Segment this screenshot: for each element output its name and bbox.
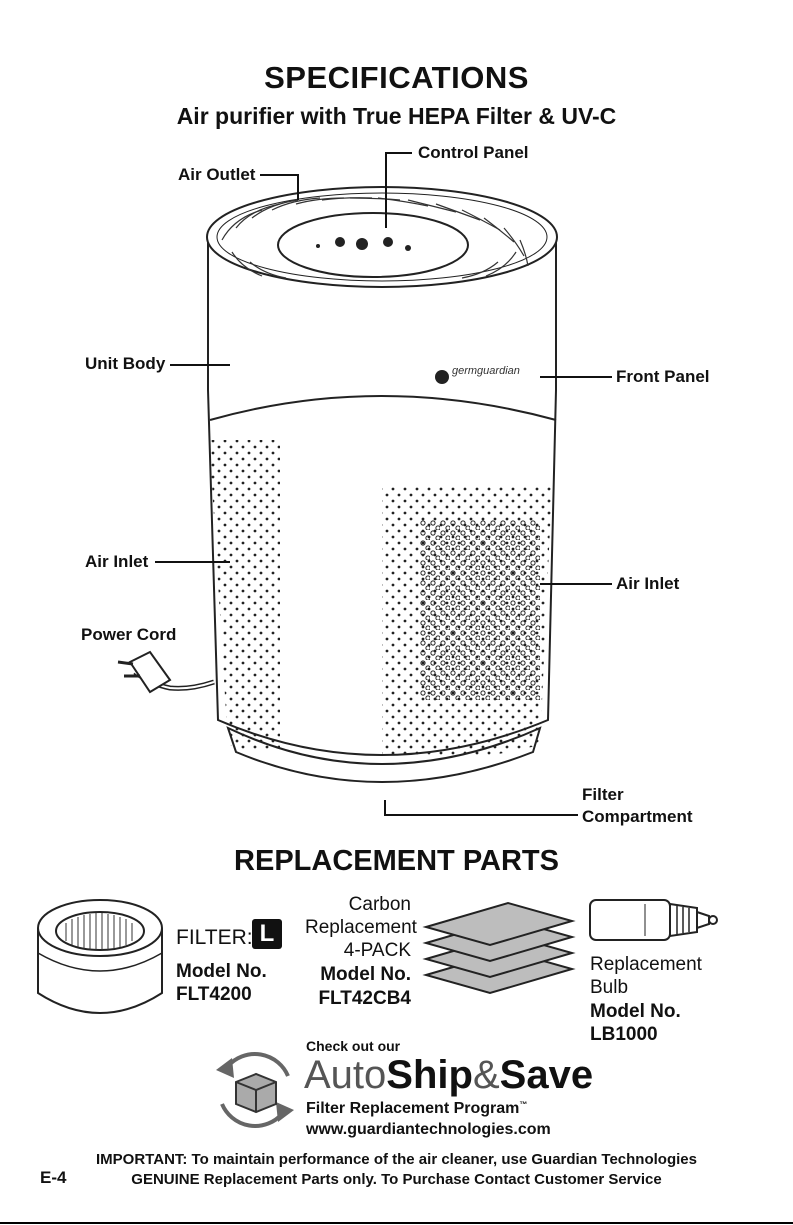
carbon-model-label: Model No. bbox=[320, 964, 411, 985]
bulb-line2: Bulb bbox=[590, 977, 629, 998]
carbon-line3: 4-PACK bbox=[343, 940, 411, 961]
bulb-model-number: LB1000 bbox=[590, 1024, 658, 1045]
power-plug bbox=[128, 650, 172, 694]
air-purifier-illustration bbox=[117, 152, 612, 816]
label-air-inlet-right: Air Inlet bbox=[616, 574, 680, 593]
label-filter-line2: Compartment bbox=[582, 807, 693, 826]
bulb-line1: Replacement bbox=[590, 954, 702, 975]
label-power-cord: Power Cord bbox=[81, 625, 177, 644]
front-panel-edge bbox=[209, 395, 557, 421]
carbon-model-number: FLT42CB4 bbox=[318, 988, 411, 1009]
autoship-save: Save bbox=[499, 1053, 594, 1097]
uv-bulb-image bbox=[589, 899, 718, 941]
label-unit-body: Unit Body bbox=[85, 354, 166, 373]
filter-model-label: Model No. bbox=[176, 961, 267, 982]
filter-model-number: FLT4200 bbox=[176, 984, 252, 1005]
autoship-logo: AutoShip&Save bbox=[304, 1052, 593, 1107]
replacement-parts-title: REPLACEMENT PARTS bbox=[234, 845, 559, 877]
autoship-intro: Check out our bbox=[306, 1038, 401, 1054]
bottom-rule bbox=[0, 1222, 793, 1224]
autoship-program: Filter Replacement Program™ bbox=[306, 1100, 527, 1118]
bulb-model-label: Model No. bbox=[590, 1001, 681, 1022]
autoship-url[interactable]: www.guardiantechnologies.com bbox=[306, 1121, 551, 1138]
important-line2: GENUINE Replacement Parts only. To Purch… bbox=[131, 1171, 662, 1188]
filter-compartment-leader bbox=[384, 800, 578, 816]
control-panel-disk bbox=[277, 212, 469, 278]
carbon-filter-pack-image bbox=[422, 901, 576, 995]
air-outlet-leader bbox=[260, 174, 299, 200]
carbon-line2: Replacement bbox=[305, 917, 417, 938]
page-subtitle: Air purifier with True HEPA Filter & UV-… bbox=[176, 103, 617, 129]
label-control-panel: Control Panel bbox=[418, 143, 529, 162]
autoship-auto: Auto bbox=[304, 1053, 387, 1097]
label-filter-line1: Filter bbox=[582, 785, 624, 804]
important-notice: IMPORTANT: To maintain performance of th… bbox=[0, 1150, 793, 1190]
autoship-trademark: ™ bbox=[519, 1100, 528, 1109]
label-air-outlet: Air Outlet bbox=[178, 165, 256, 184]
autoship-box-icon bbox=[216, 1052, 294, 1128]
brand-name: germguardian bbox=[452, 365, 520, 377]
important-line1: IMPORTANT: To maintain performance of th… bbox=[96, 1151, 697, 1168]
hepa-filter-image bbox=[37, 899, 163, 1014]
autoship-ship: Ship bbox=[386, 1053, 473, 1097]
page-number: E-4 bbox=[40, 1168, 67, 1187]
control-panel-leader bbox=[385, 152, 412, 228]
autoship-program-text: Filter Replacement Program bbox=[306, 1100, 520, 1117]
filter-type-badge: L bbox=[252, 919, 282, 949]
page-title: SPECIFICATIONS bbox=[264, 60, 529, 95]
label-front-panel: Front Panel bbox=[616, 367, 710, 386]
label-air-inlet-left: Air Inlet bbox=[85, 552, 149, 571]
filter-label: FILTER: bbox=[176, 926, 253, 949]
autoship-ampersand: & bbox=[472, 1053, 500, 1097]
carbon-line1: Carbon bbox=[348, 894, 411, 915]
brand-logo-icon bbox=[435, 370, 449, 384]
